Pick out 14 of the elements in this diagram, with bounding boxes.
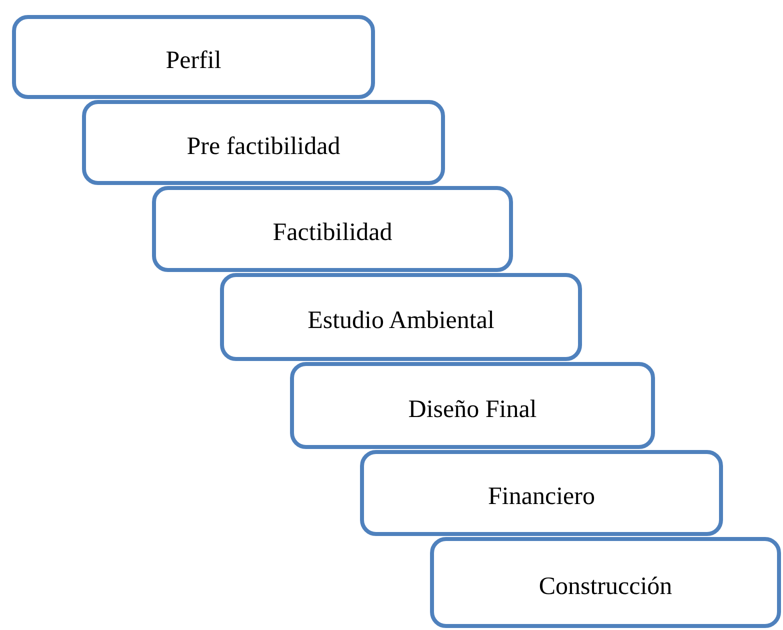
step-label: Construcción [538,572,672,600]
step-label: Perfil [166,46,222,75]
step-box [12,15,375,99]
step-label: Diseño Final [408,394,537,424]
step-box [220,273,582,361]
step-box [152,186,513,272]
step-box [430,537,781,628]
step-label: Factibilidad [272,218,392,247]
step-label: Estudio Ambiental [308,306,494,335]
step-box [82,100,445,185]
step-box [360,450,723,536]
step-box [290,362,655,449]
step-label: Financiero [488,482,595,511]
step-label: Pre factibilidad [186,132,340,160]
